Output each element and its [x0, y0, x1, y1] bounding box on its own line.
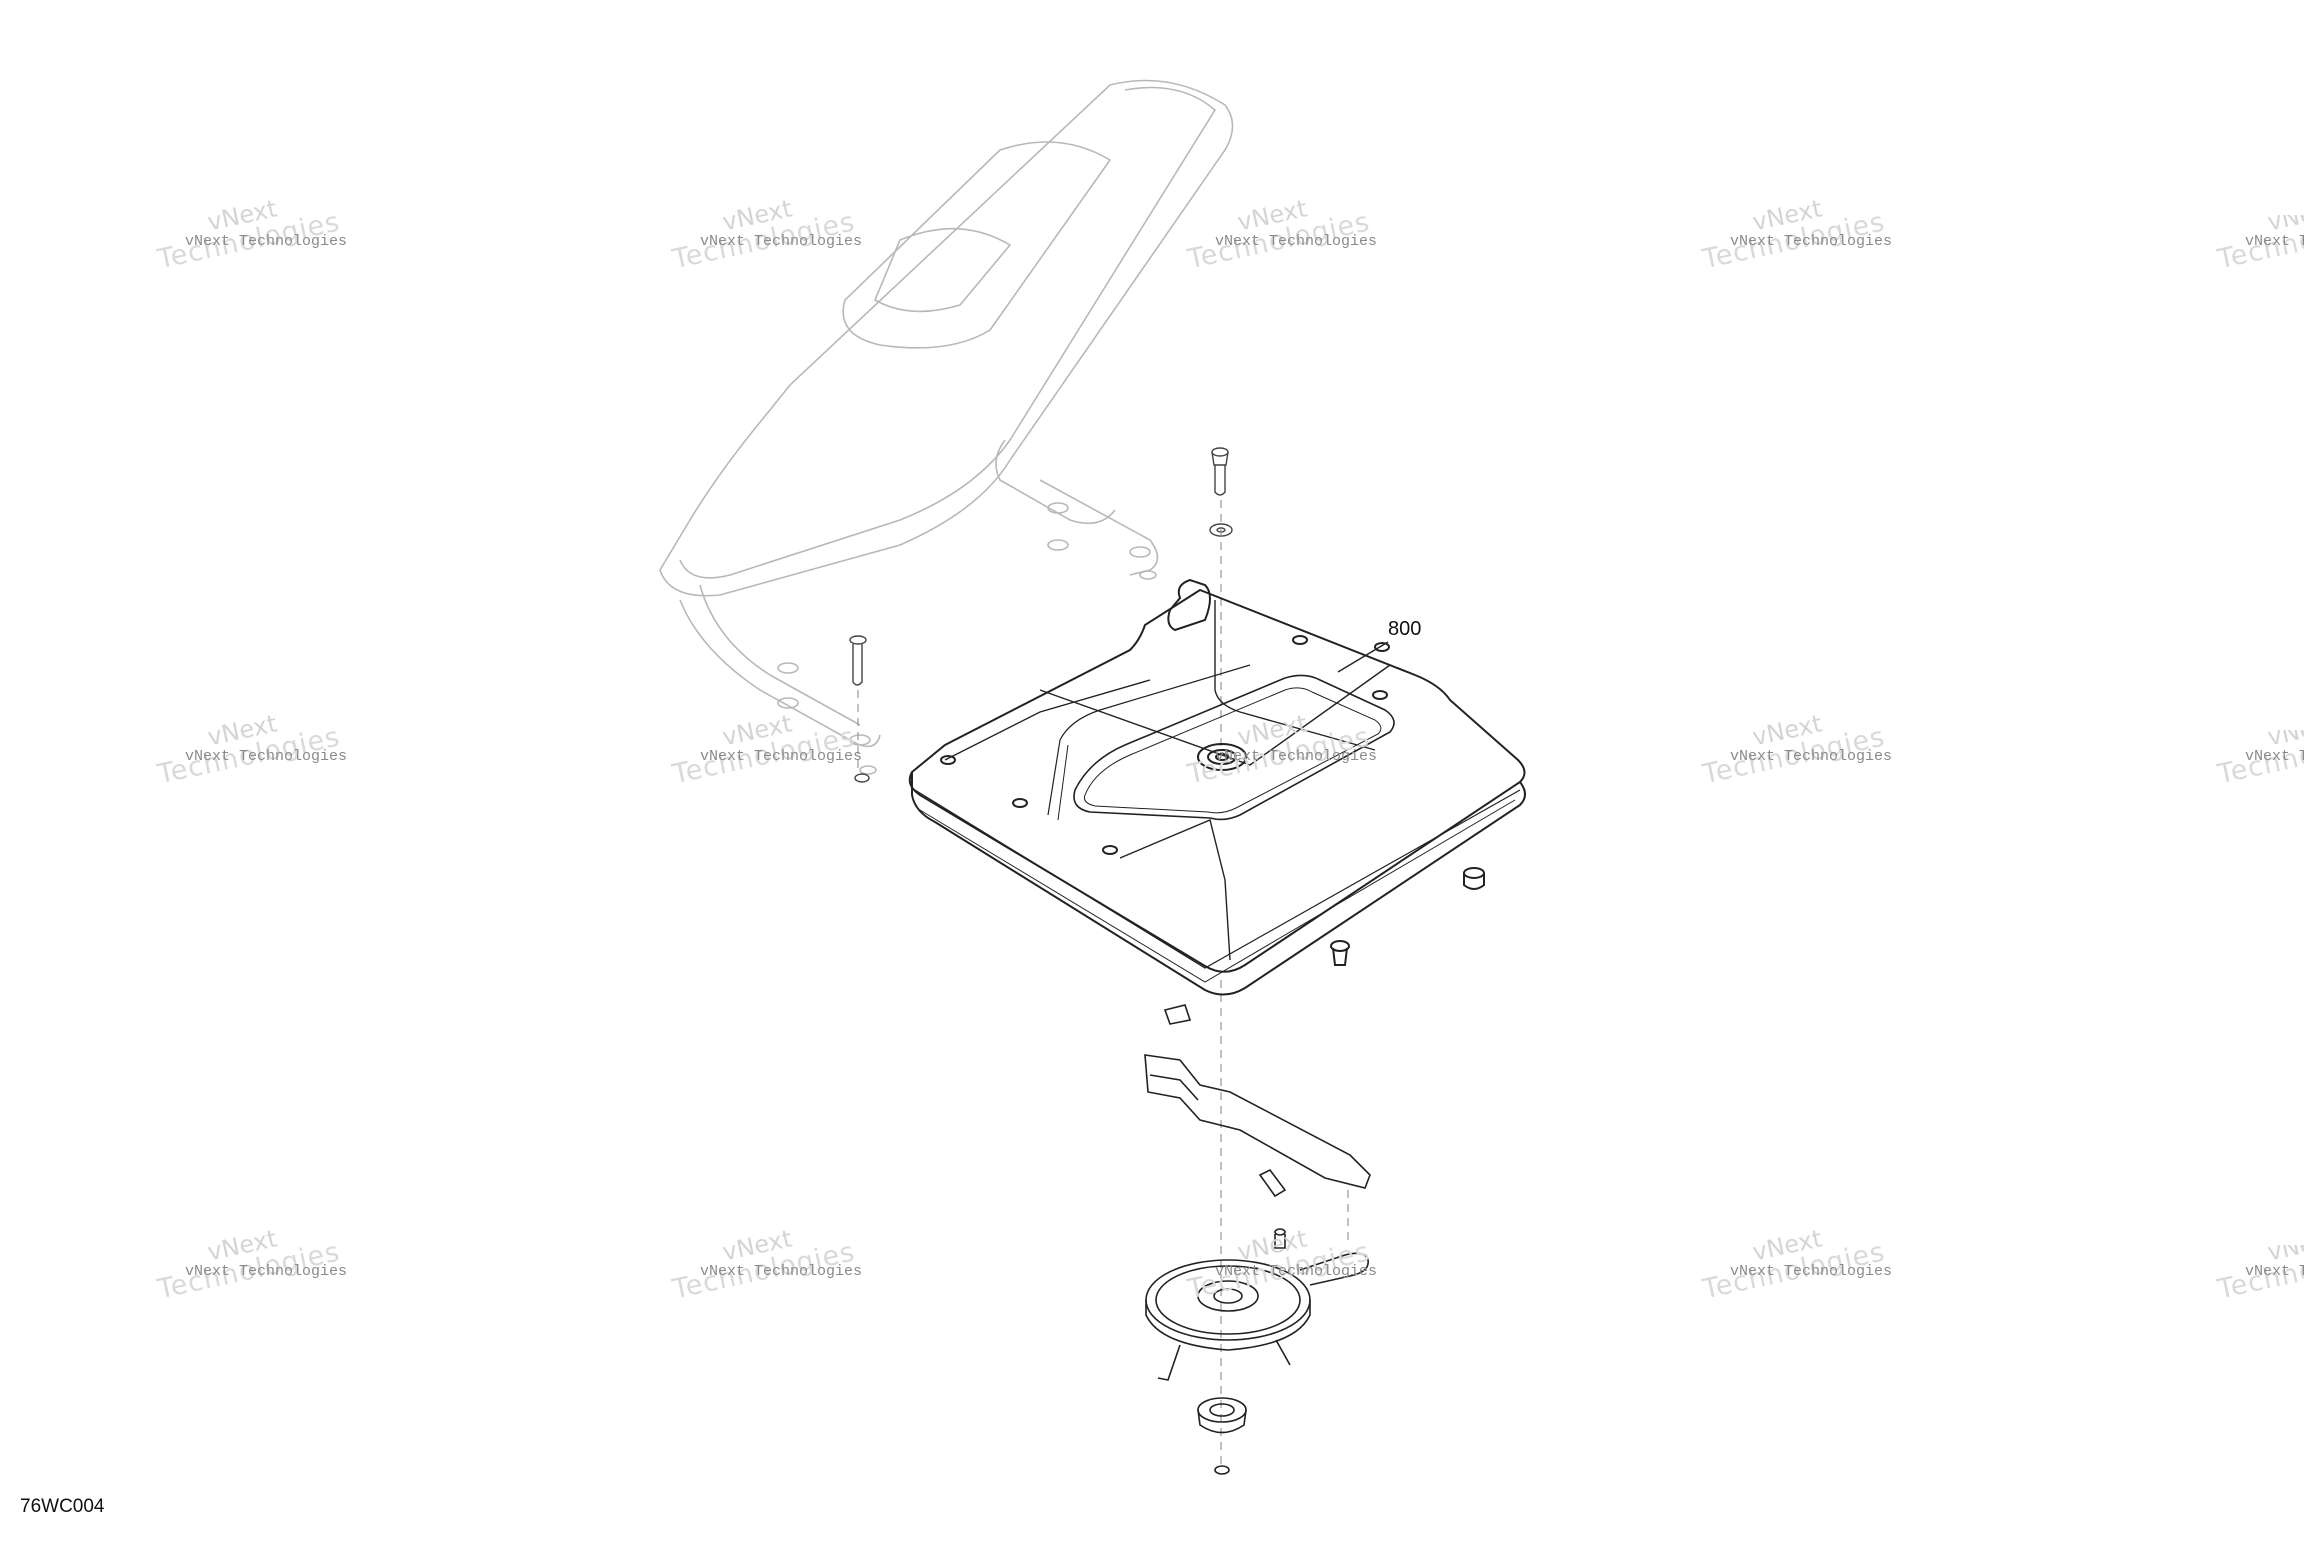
seat-base — [908, 578, 1526, 996]
callout-leader-800 — [1337, 641, 1389, 673]
backrest-outline — [659, 79, 1234, 775]
axis-lines — [857, 500, 1349, 1465]
lower-mechanism — [1144, 1004, 1371, 1475]
top-bolt — [849, 447, 1233, 783]
drawing-number: 76WC004 — [20, 1496, 105, 1517]
callout-800: 800 — [1388, 618, 1422, 640]
